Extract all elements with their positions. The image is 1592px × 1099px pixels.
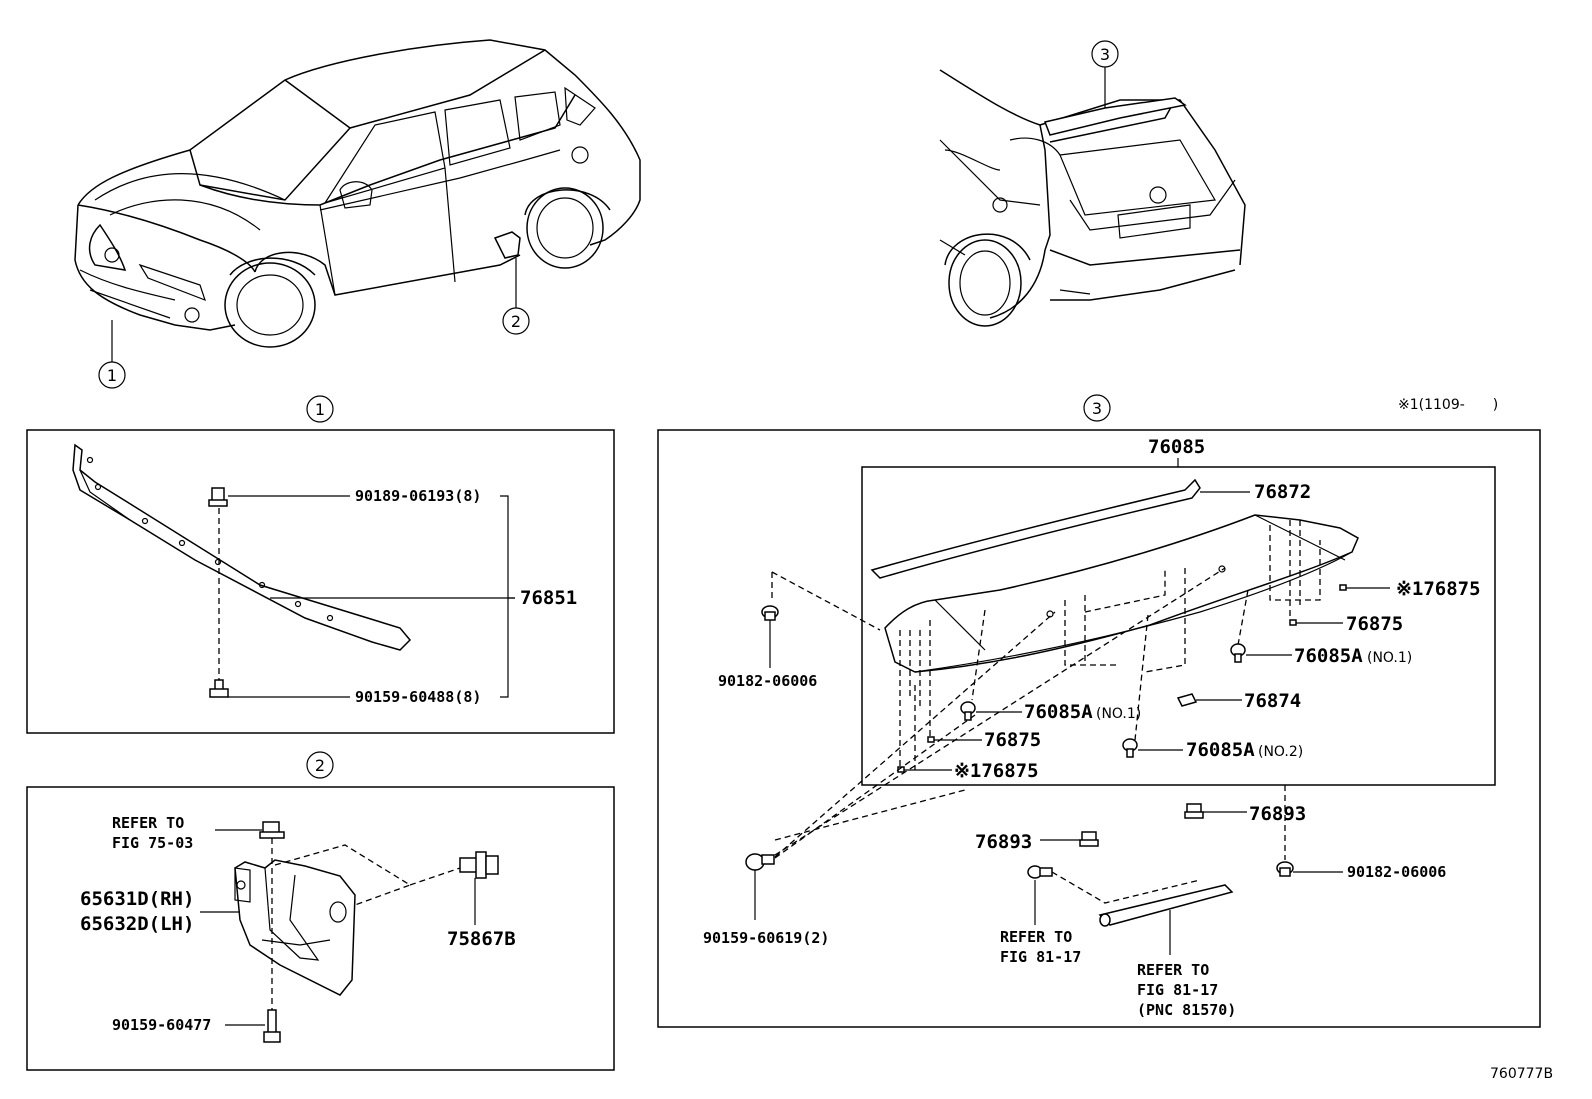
- section-2-marker: [306, 751, 334, 779]
- label-76085a-no1-left: 76085A: [1024, 701, 1093, 723]
- car-rear-view: [939, 67, 1246, 327]
- mudguard-clip-leader: [274, 844, 412, 906]
- label-90159-60477: 90159-60477: [112, 1016, 211, 1034]
- label-76085a-no1-right: 76085A: [1294, 645, 1363, 667]
- label-fig-81-17b: FIG 81-17: [1137, 981, 1218, 999]
- car-front-view: [74, 39, 641, 362]
- diagram-id: 760777B: [1490, 1066, 1553, 1082]
- fastener-no2-icon: [1122, 738, 1138, 758]
- label-pnc-81570: (PNC 81570): [1137, 1001, 1236, 1019]
- pad-76875-right: [1289, 619, 1297, 626]
- section-1-frame: [26, 429, 615, 734]
- clip-icon: [208, 487, 228, 507]
- label-76851: 76851: [520, 587, 577, 609]
- label-fig-75-03: FIG 75-03: [112, 834, 193, 852]
- label-90182-06006-right: 90182-06006: [1347, 863, 1446, 881]
- label-90159-60619: 90159-60619(2): [703, 929, 829, 947]
- callout-2-marker: [502, 307, 530, 335]
- label-65631d: 65631D(RH): [80, 888, 194, 910]
- label-76893-right: 76893: [1249, 803, 1306, 825]
- label-refer-to-81b: REFER TO: [1137, 961, 1209, 979]
- front-lip-molding: [72, 443, 412, 651]
- tapping-screw-icon: [263, 1009, 281, 1043]
- section-3-frame: [657, 429, 1541, 1028]
- label-75867b: 75867B: [447, 928, 516, 950]
- callout-1-number: 1: [107, 366, 117, 385]
- label-90189-06193: 90189-06193(8): [355, 487, 481, 505]
- callout-3-number: 3: [1100, 45, 1110, 64]
- push-clip-icon: [459, 851, 499, 879]
- fastener-no1-right-icon: [1230, 643, 1246, 663]
- clip-76893-left-icon: [1079, 831, 1099, 847]
- section-2-frame: [26, 786, 615, 1071]
- clip-76893-right-icon: [1184, 803, 1204, 819]
- nut-right-icon: [1276, 861, 1294, 877]
- label-76875-right: 76875: [1346, 613, 1403, 635]
- mudguard-panel: [234, 859, 356, 996]
- bolt-icon: [209, 679, 229, 698]
- label-90182-06006-left: 90182-06006: [718, 672, 817, 690]
- label-76893-left: 76893: [975, 831, 1032, 853]
- callout-1-marker: [98, 361, 126, 389]
- fastener-no1-left-icon: [960, 701, 976, 721]
- section-2-number: 2: [315, 756, 325, 775]
- high-mount-stop-lamp: [1098, 884, 1234, 926]
- label-76085a-no1-left-suffix: (NO.1): [1096, 706, 1141, 722]
- label-65632d: 65632D(LH): [80, 913, 194, 935]
- label-76874: 76874: [1244, 690, 1301, 712]
- section-1-marker: [306, 395, 334, 423]
- label-76875-left: 76875: [984, 729, 1041, 751]
- label-76085a-no1-right-suffix: (NO.1): [1367, 650, 1412, 666]
- label-star-76875-right: ※176875: [1396, 578, 1481, 600]
- nut-left-icon: [761, 605, 779, 621]
- label-refer-to-81a: REFER TO: [1000, 928, 1072, 946]
- section-3-number: 3: [1092, 399, 1102, 418]
- label-90159-60488: 90159-60488(8): [355, 688, 481, 706]
- callout-2-number: 2: [511, 312, 521, 331]
- section-1-number: 1: [315, 400, 325, 419]
- label-refer-to-75: REFER TO: [112, 814, 184, 832]
- label-76872: 76872: [1254, 481, 1311, 503]
- pad-76875-star-right: [1339, 584, 1347, 591]
- stop-lamp-bolt-icon: [1027, 865, 1053, 879]
- screw-90159-60619-icon: [745, 853, 775, 871]
- label-76085a-no2-suffix: (NO.2): [1258, 744, 1303, 760]
- label-star-76875-left: ※176875: [954, 760, 1039, 782]
- footnote-date-range: ※1(1109- ): [1398, 397, 1498, 413]
- section-3-marker: [1083, 394, 1111, 422]
- pad-76875-left: [927, 736, 935, 743]
- rear-spoiler: [884, 514, 1359, 673]
- label-76085: 76085: [1148, 436, 1205, 458]
- label-fig-81-17a: FIG 81-17: [1000, 948, 1081, 966]
- mudguard-clip-icon: [259, 821, 285, 839]
- label-76085a-no2: 76085A: [1186, 739, 1255, 761]
- callout-3-marker: [1091, 40, 1119, 68]
- spoiler-seal-strip: [870, 478, 1201, 579]
- gasket-76874: [1176, 693, 1198, 707]
